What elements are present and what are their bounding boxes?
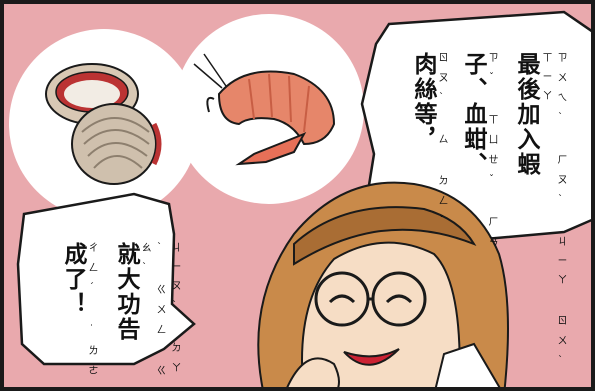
right-speech-bopomofo-2: ㄗˇ ㄒㄩㄝˇ ㄏㄢ <box>486 52 497 256</box>
right-speech-bopomofo-1: ㄗㄨㄟˋ ㄏㄡˋ ㄐㄧㄚ ㄖㄨˋ ㄒㄧㄚ <box>540 52 566 376</box>
right-speech-line-1: 最後加入蝦 <box>513 52 540 177</box>
right-speech-line-3: 肉絲等， <box>410 52 437 152</box>
right-speech-bopomofo-3: ㄖㄡˋ ㄙ ㄉㄥˇ <box>436 52 447 236</box>
left-speech-line-1: 就大功告 <box>113 242 140 342</box>
left-speech-line-2: 成了！ <box>60 242 87 317</box>
panel-art <box>9 10 591 387</box>
left-speech-bopomofo-2: ㄔㄥˊ ˙ㄌㄜ <box>86 242 97 385</box>
shrimp-icon <box>193 53 336 166</box>
clam-icon <box>45 63 162 185</box>
left-speech-bubble-shape <box>16 192 196 366</box>
right-speech-line-2: 子、血蚶、 <box>460 52 487 177</box>
left-speech-bopomofo-1: ㄐㄧㄡˋ ㄉㄚˋ ㄍㄨㄥ ㄍㄠˋ <box>139 242 180 385</box>
girl-character <box>257 181 509 387</box>
